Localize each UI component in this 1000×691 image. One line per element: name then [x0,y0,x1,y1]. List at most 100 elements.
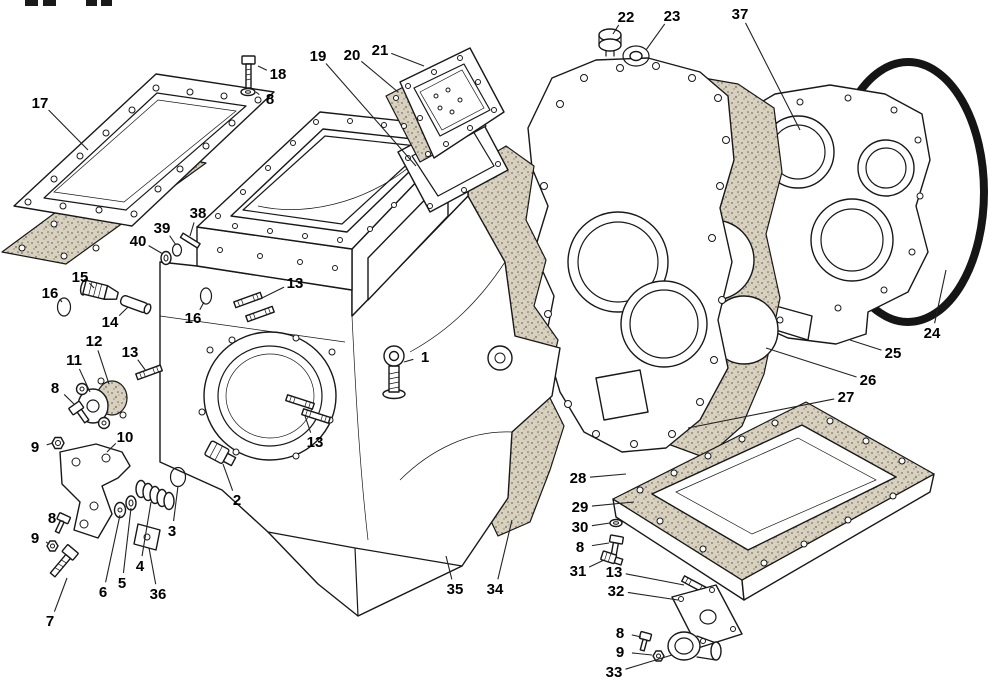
part-30-washer [609,518,623,528]
callout-leader-24 [934,269,947,324]
part-8-bolt-drain [638,630,653,652]
callout-label-17: 17 [32,95,49,112]
callout-label-39: 39 [154,220,171,237]
part-10-bracket [59,443,131,539]
callout-label-9: 9 [31,439,39,456]
callout-label-8: 8 [616,625,624,642]
callout-label-32: 32 [608,583,625,600]
part-2-plug [204,440,237,467]
part-8-bolt-upper [68,400,90,424]
callout-leader-26 [765,347,857,378]
callout-leader-5 [122,507,132,574]
part-9-nut-lower [46,540,59,552]
callout-leader-28 [589,473,627,478]
callout-leader-12 [97,350,110,385]
callout-label-3: 3 [168,523,176,540]
callout-label-30: 30 [572,519,589,536]
part-13-studs-left [135,291,275,381]
callout-leader-17 [48,109,89,151]
callout-leader-2 [222,463,234,491]
callout-leader-8 [255,91,260,95]
callout-label-8: 8 [48,510,56,527]
callout-label-34: 34 [487,581,504,598]
callout-label-18: 18 [270,66,287,83]
callout-leader-19 [325,63,417,167]
callout-label-1: 1 [421,349,429,366]
cropped-toolbar-artifacts [25,0,112,6]
callout-leader-29 [591,501,635,507]
callout-leader-13 [137,359,147,372]
callout-label-37: 37 [732,6,749,23]
part-9-nut-upper [51,436,65,450]
callout-leader-4 [141,501,152,557]
callout-leader-33 [625,654,673,670]
part-33-drain-plug [667,631,722,661]
callout-label-25: 25 [885,345,902,362]
callout-leader-21 [391,52,425,67]
callout-label-23: 23 [664,8,681,25]
callout-label-24: 24 [924,325,941,342]
callout-leader-34 [497,519,513,580]
callout-label-36: 36 [150,586,167,603]
callout-label-7: 7 [46,613,54,630]
callout-label-16: 16 [42,285,59,302]
callout-leader-13 [261,286,285,299]
callout-leader-3 [173,485,179,522]
callout-label-40: 40 [130,233,147,250]
part-27-rear-wall-plate [527,57,735,453]
part-15-fitting [79,278,119,300]
part-7-bolt [49,544,79,578]
callout-leader-31 [588,559,605,568]
callout-label-8: 8 [266,91,274,108]
callout-label-28: 28 [570,470,587,487]
callout-label-8: 8 [576,539,584,556]
callout-label-15: 15 [72,269,89,286]
part-16-o-ring [56,297,72,317]
part-28-oil-pan [612,401,935,601]
callout-leader-7 [53,577,68,612]
callout-label-9: 9 [31,530,39,547]
callout-label-14: 14 [102,314,119,331]
part-16b-o-ring [199,287,213,305]
part-4-spring [135,479,175,511]
callout-leader-8 [63,394,75,405]
callout-label-10: 10 [117,429,134,446]
callout-leader-22 [612,24,620,35]
callout-label-16: 16 [185,310,202,327]
callout-leader-15 [89,282,95,289]
part-14-pipe [119,295,152,315]
callout-leader-11 [78,368,91,393]
part-31-plug [600,550,624,566]
part-13-studs-inner [285,394,331,424]
callout-leader-20 [360,60,399,93]
callout-label-20: 20 [344,47,361,64]
part-17-top-cover [13,73,275,227]
callout-leader-6 [105,514,121,583]
callout-label-29: 29 [572,499,589,516]
callout-label-22: 22 [618,9,635,26]
callout-label-31: 31 [570,563,587,580]
callout-leader-32 [627,591,679,601]
part-22-23-breather [598,28,650,67]
callout-leader-37 [745,22,801,131]
callout-label-8: 8 [51,380,59,397]
callout-leader-18 [257,65,268,71]
callout-leader-9 [631,652,653,656]
callout-leader-40 [148,245,164,255]
callout-label-35: 35 [447,581,464,598]
callout-leader-23 [645,23,666,51]
callout-label-5: 5 [118,575,126,592]
part-21-side-cover [399,47,505,159]
callout-leader-35 [445,555,453,580]
callout-leader-13 [304,415,312,433]
part-18-bolt-with-washer [240,55,256,97]
callout-label-13: 13 [122,344,139,361]
callout-label-27: 27 [838,389,855,406]
callout-label-11: 11 [66,352,82,369]
part-8-bolt-lower [54,512,72,534]
callout-label-19: 19 [310,48,327,65]
callout-leader-25 [849,339,882,351]
